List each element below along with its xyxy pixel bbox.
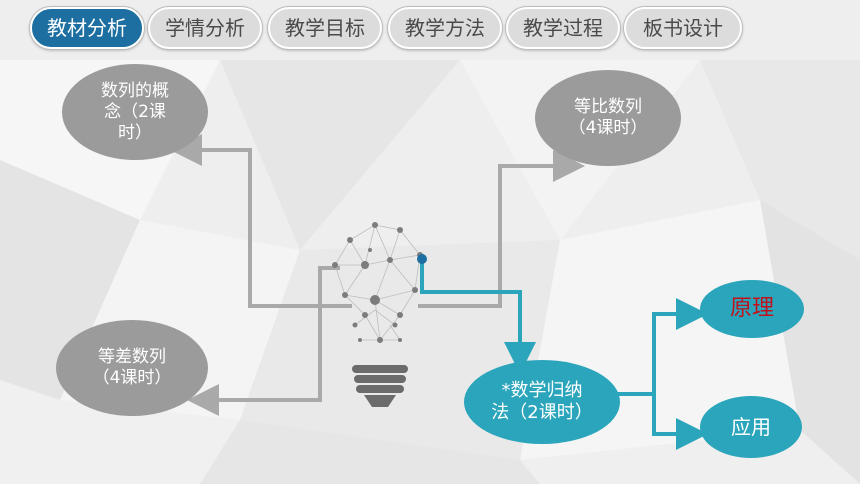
connector-to-principle bbox=[616, 298, 708, 396]
section-tabs: 教材分析 学情分析 教学目标 教学方法 教学过程 板书设计 bbox=[0, 0, 860, 56]
node-mathematical-induction[interactable]: *数学归纳 法（2课时） bbox=[464, 360, 620, 444]
node-principle[interactable]: 原理 bbox=[700, 280, 804, 338]
lightbulb-network-icon bbox=[332, 222, 427, 407]
connector-to-induction bbox=[420, 262, 536, 374]
tab-teaching-process[interactable]: 教学过程 bbox=[506, 7, 620, 49]
tab-teaching-methods[interactable]: 教学方法 bbox=[388, 7, 502, 49]
connector-to-concept bbox=[170, 134, 352, 308]
tab-teaching-objectives[interactable]: 教学目标 bbox=[268, 7, 382, 49]
tab-teaching-material-analysis[interactable]: 教材分析 bbox=[30, 7, 144, 49]
node-application[interactable]: 应用 bbox=[700, 396, 802, 458]
node-geometric-sequence[interactable]: 等比数列 （4课时） bbox=[535, 70, 681, 166]
connector-to-application bbox=[652, 394, 708, 450]
node-sequence-concept[interactable]: 数列的概 念（2课 时） bbox=[62, 64, 208, 160]
node-arithmetic-sequence[interactable]: 等差数列 （4课时） bbox=[56, 320, 208, 416]
connector-to-geometric bbox=[418, 150, 585, 308]
tab-learner-analysis[interactable]: 学情分析 bbox=[148, 7, 262, 49]
tab-board-design[interactable]: 板书设计 bbox=[624, 7, 742, 49]
connector-to-arithmetic bbox=[187, 266, 340, 416]
